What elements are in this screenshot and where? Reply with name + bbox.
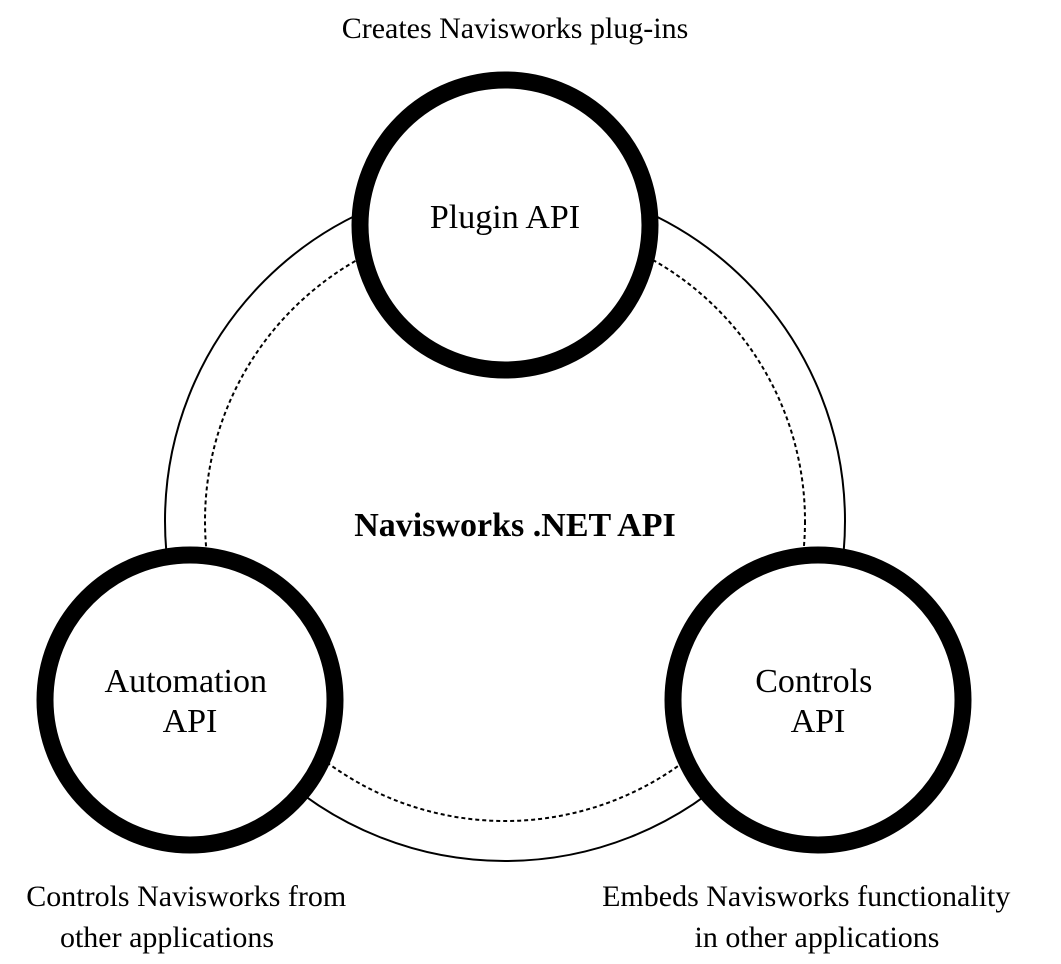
plugin-api-caption-line: Creates Navisworks plug-ins (342, 12, 689, 45)
plugin-api-circle (351, 71, 659, 379)
controls-api-caption-line-2: in other applications (695, 921, 940, 954)
plugin-api-node: Plugin API (351, 71, 659, 379)
automation-api-label-line-1: Automation (105, 663, 267, 700)
controls-api-label-line-2: API (791, 703, 846, 740)
center-label: Navisworks .NET API (354, 507, 676, 544)
controls-api-circle (664, 546, 972, 854)
automation-api-caption-line-2: other applications (60, 921, 274, 954)
controls-api-label: Controls API (755, 663, 881, 740)
inner-dashed-ring (204, 220, 806, 822)
automation-api-node: Automation API (36, 546, 344, 854)
plugin-api-label: Plugin API (430, 199, 580, 236)
automation-api-caption-line-1: Controls Navisworks from (26, 880, 346, 913)
automation-api-label: Automation API (105, 663, 276, 740)
automation-api-label-line-2: API (163, 703, 218, 740)
automation-api-circle (36, 546, 344, 854)
controls-api-caption-line-1: Embeds Navisworks functionality (602, 880, 1010, 913)
plugin-api-label-line: Plugin API (430, 199, 580, 236)
controls-api-label-line-1: Controls (755, 663, 872, 700)
automation-api-caption: Controls Navisworks from other applicati… (26, 880, 353, 954)
controls-api-caption: Embeds Navisworks functionality in other… (602, 880, 1018, 954)
controls-api-node: Controls API (664, 546, 972, 854)
plugin-api-caption: Creates Navisworks plug-ins (342, 12, 689, 45)
